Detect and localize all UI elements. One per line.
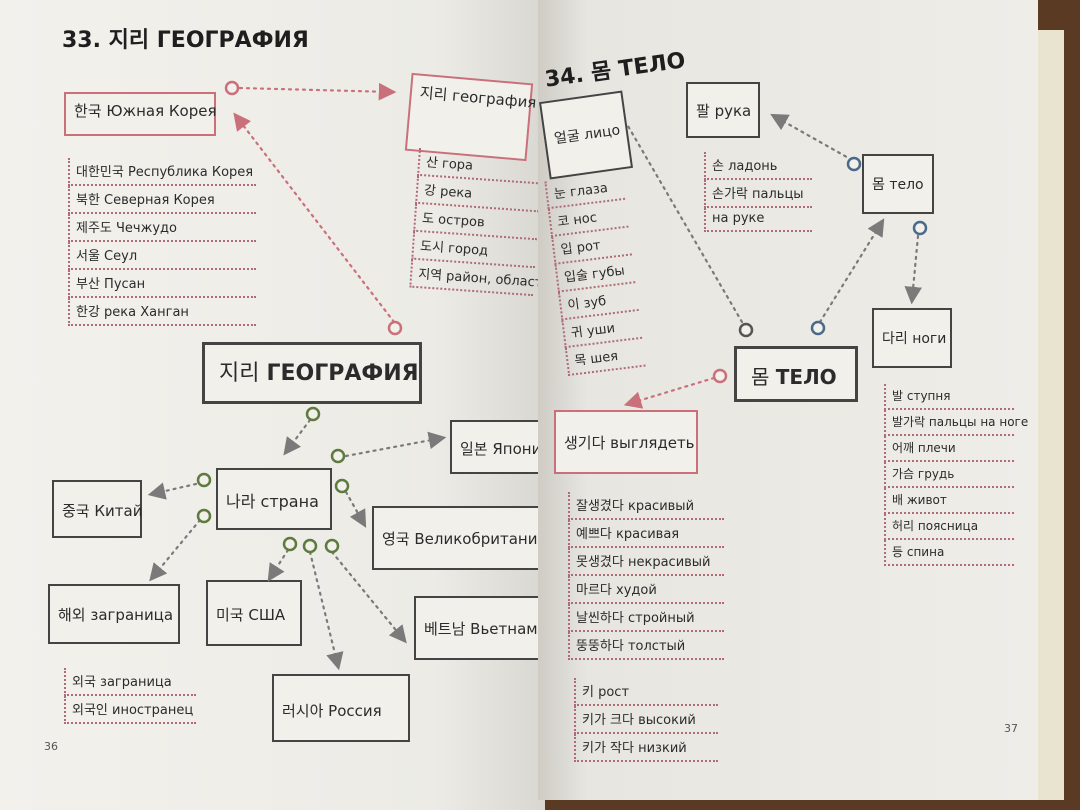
list-item: 허리 поясница <box>884 514 1014 540</box>
connector-line <box>149 518 202 582</box>
list-item: на руке <box>704 208 812 232</box>
list-item: 마르다 худой <box>568 576 724 604</box>
connector-node <box>196 472 212 488</box>
connector-line <box>233 112 396 324</box>
list-item: 어깨 плечи <box>884 436 1014 462</box>
list-item: 손 ладонь <box>704 152 812 180</box>
right-page-number: 37 <box>1004 722 1018 735</box>
china-box: 중국 Китай <box>52 480 142 538</box>
list-item: 키가 작다 низкий <box>574 734 718 762</box>
body-small-box: 몸 тело <box>862 154 934 214</box>
list-item: 한강 река Ханган <box>68 298 256 326</box>
look-list: 잘생겼다 красивый 예쁘다 красивая 못생겼다 некрасив… <box>568 492 724 660</box>
list-item: 배 живот <box>884 488 1014 514</box>
connector-line <box>267 548 290 582</box>
connector-node <box>224 80 240 96</box>
country-box: 나라 страна <box>216 468 332 530</box>
uk-box: 영국 Великобритания <box>372 506 547 570</box>
list-item: 발가락 пальцы на ноге <box>884 410 1028 436</box>
geography-center-korean: 지리 <box>219 361 260 386</box>
south-korea-box: 한국 Южная Корея <box>64 92 216 136</box>
connector-line <box>904 234 922 305</box>
right-page: 34. 몸 ТЕЛО 얼굴 лицо 눈 глаза 코 нос 입 рот 입… <box>538 0 1038 800</box>
usa-box: 미국 США <box>206 580 302 646</box>
connector-line <box>818 218 885 324</box>
list-item: 뚱뚱하다 толстый <box>568 632 724 660</box>
list-item: 외국 заграница <box>64 668 196 696</box>
list-item: 가슴 грудь <box>884 462 1014 488</box>
russia-box: 러시아 Россия <box>272 674 410 742</box>
connector-node <box>912 220 928 236</box>
connector-node <box>302 538 318 554</box>
connector-line <box>308 550 344 671</box>
connector-node <box>334 478 350 494</box>
connector-node <box>282 536 298 552</box>
list-item: 서울 Сеул <box>68 242 256 270</box>
left-page-heading: 33. 지리 ГЕОГРАФИЯ <box>62 28 309 53</box>
geography-center-russian: ГЕОГРАФИЯ <box>266 361 419 386</box>
list-item: 못생겼다 некрасивый <box>568 548 724 576</box>
connector-node <box>810 320 826 336</box>
connector-node <box>196 508 212 524</box>
list-item: 북한 Северная Корея <box>68 186 256 214</box>
list-item: 제주도 Чечжудо <box>68 214 256 242</box>
list-item: 외국인 иностранец <box>64 696 196 724</box>
connector-node <box>324 538 340 554</box>
list-item: 날씬하다 стройный <box>568 604 724 632</box>
connector-line <box>147 482 198 500</box>
list-item: 발 ступня <box>884 384 1014 410</box>
arm-box: 팔 рука <box>686 82 760 138</box>
list-item: 대한민국 Республика Корея <box>68 158 256 186</box>
list-item: 키 рост <box>574 678 718 706</box>
abroad-list: 외국 заграница 외국인 иностранец <box>64 668 196 724</box>
list-item: 예쁘다 красивая <box>568 520 724 548</box>
list-item: 등 спина <box>884 540 1014 566</box>
body-center-russian: ТЕЛО <box>775 365 837 389</box>
look-box: 생기다 выглядеть <box>554 410 698 474</box>
south-korea-list: 대한민국 Республика Корея 북한 Северная Корея … <box>68 158 256 326</box>
arm-list: 손 ладонь 손가락 пальцы на руке <box>704 152 812 232</box>
list-item: 키가 크다 высокий <box>574 706 718 734</box>
japan-box: 일본 Япония <box>450 420 550 474</box>
legs-box: 다리 ноги <box>872 308 952 368</box>
body-center-korean: 몸 <box>751 365 770 389</box>
connector-line <box>626 124 744 324</box>
left-page-number: 36 <box>44 740 58 753</box>
list-item: 손가락 пальцы <box>704 180 812 208</box>
height-list: 키 рост 키가 크다 высокий 키가 작다 низкий <box>574 678 718 762</box>
left-page: 33. 지리 ГЕОГРАФИЯ 한국 Южная Корея 대한민국 Рес… <box>0 0 550 810</box>
body-center-box: 몸 ТЕЛО <box>734 346 858 402</box>
legs-list: 발 ступня 발가락 пальцы на ноге 어깨 плечи 가슴 … <box>884 384 1028 566</box>
connector-node <box>712 368 728 384</box>
connector-node <box>738 322 754 338</box>
connector-node <box>330 448 346 464</box>
list-item: 부산 Пусан <box>68 270 256 298</box>
list-item: 잘생겼다 красивый <box>568 492 724 520</box>
connector-node <box>846 156 862 172</box>
connector-line <box>238 82 397 101</box>
connector-line <box>344 431 447 458</box>
connector-line <box>344 490 367 528</box>
geography-center-box: 지리 ГЕОГРАФИЯ <box>202 342 422 404</box>
abroad-box: 해외 заграница <box>48 584 180 644</box>
connector-line <box>283 418 312 456</box>
connector-line <box>623 376 716 409</box>
connector-line <box>770 113 854 162</box>
connector-node <box>387 320 403 336</box>
connector-node <box>305 406 321 422</box>
connector-line <box>330 550 407 644</box>
